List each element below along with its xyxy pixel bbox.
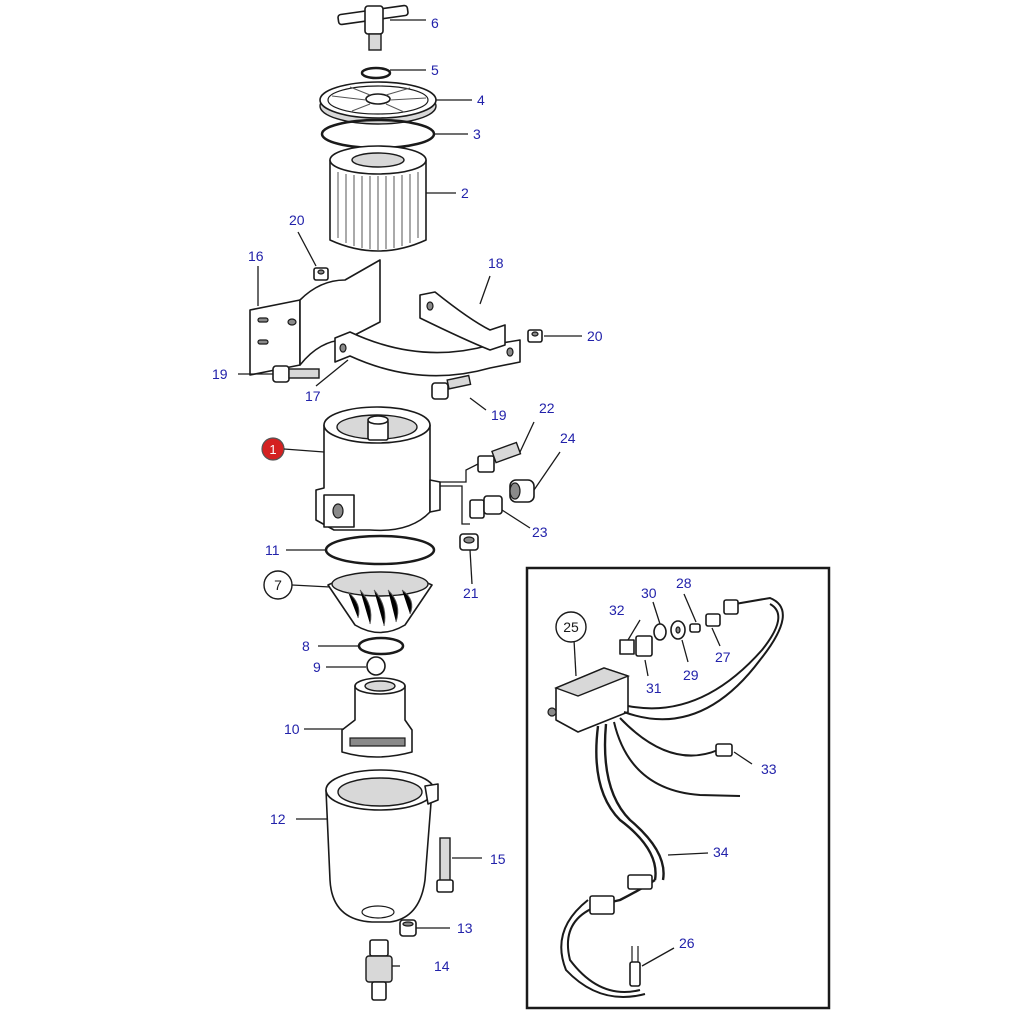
part-19-bolt-left[interactable] <box>272 365 320 383</box>
part-2-filter-element[interactable] <box>329 145 427 252</box>
callout-14: 14 <box>434 958 450 974</box>
callout-34: 34 <box>713 844 729 860</box>
callout-12: 12 <box>270 811 286 827</box>
callout-8: 8 <box>302 638 310 654</box>
part-30-washer[interactable] <box>653 623 667 641</box>
callout-16: 16 <box>248 248 264 264</box>
part-5-o-ring[interactable] <box>360 66 392 80</box>
part-33-connector[interactable] <box>715 743 733 757</box>
callout-31: 31 <box>646 680 662 696</box>
part-19-bolt-right[interactable] <box>431 374 472 400</box>
part-16-bracket[interactable] <box>249 259 381 376</box>
part-34-connector[interactable] <box>589 874 653 915</box>
part-28-pin[interactable] <box>689 623 701 633</box>
callout-22: 22 <box>539 400 555 416</box>
part-22-fitting[interactable] <box>477 441 522 473</box>
callout-10: 10 <box>284 721 300 737</box>
callout-labels: 6 5 4 3 2 20 16 18 20 19 17 19 22 24 23 … <box>212 15 777 974</box>
callout-1: 1 <box>269 442 276 457</box>
part-8-o-ring[interactable] <box>357 636 405 656</box>
part-13-plug[interactable] <box>399 919 417 937</box>
callout-13: 13 <box>457 920 473 936</box>
callout-30: 30 <box>641 585 657 601</box>
callout-4: 4 <box>477 92 485 108</box>
part-20-nut-right[interactable] <box>527 329 543 343</box>
callout-5: 5 <box>431 62 439 78</box>
harness-inset-frame <box>525 566 831 1010</box>
callout-24: 24 <box>560 430 576 446</box>
part-7-deflector-cone[interactable] <box>327 571 433 634</box>
callout-33: 33 <box>761 761 777 777</box>
callout-11: 11 <box>265 542 280 558</box>
part-23-fitting[interactable] <box>469 495 503 519</box>
part-27-terminal[interactable] <box>705 599 739 627</box>
part-31-fitting[interactable] <box>635 635 653 657</box>
part-6-t-handle[interactable] <box>337 4 409 51</box>
part-24-cap[interactable] <box>509 479 535 503</box>
part-10-valve-body[interactable] <box>341 677 413 758</box>
callout-19-right: 19 <box>491 407 507 423</box>
part-20-nut-left[interactable] <box>313 267 329 281</box>
callout-21: 21 <box>463 585 479 601</box>
callout-15: 15 <box>490 851 506 867</box>
callout-17: 17 <box>305 388 321 404</box>
part-29-washer[interactable] <box>670 620 686 640</box>
callout-26: 26 <box>679 935 695 951</box>
callout-27: 27 <box>715 649 731 665</box>
callout-19-left: 19 <box>212 366 228 382</box>
callout-2: 2 <box>461 185 469 201</box>
callout-20-right: 20 <box>587 328 603 344</box>
callout-28: 28 <box>676 575 692 591</box>
callout-25-circle <box>555 611 587 643</box>
part-18-clamp-strap[interactable] <box>419 291 506 351</box>
part-9-ball[interactable] <box>366 656 386 676</box>
callout-3: 3 <box>473 126 481 142</box>
callout-18: 18 <box>488 255 504 271</box>
callout-6: 6 <box>431 15 439 31</box>
leader-lines <box>238 19 753 967</box>
part-1-filter-housing[interactable] <box>315 406 441 532</box>
callout-9: 9 <box>313 659 321 675</box>
part-26-sensor[interactable] <box>629 946 641 987</box>
callout-23: 23 <box>532 524 548 540</box>
part-25-control-unit[interactable] <box>547 667 631 733</box>
part-34-wiring-harness[interactable] <box>560 596 784 998</box>
highlight-badge-1[interactable]: 1 <box>261 437 285 461</box>
part-32-clip[interactable] <box>619 639 635 655</box>
part-21-plug[interactable] <box>459 533 479 551</box>
part-12-bowl[interactable] <box>325 769 439 923</box>
callout-7-circle <box>263 570 293 600</box>
part-14-drain-fitting[interactable] <box>365 939 393 1001</box>
part-17-clamp-strap[interactable] <box>334 331 521 377</box>
callout-7: 7 <box>274 577 282 593</box>
callout-29: 29 <box>683 667 699 683</box>
part-4-filter-cover[interactable] <box>319 81 437 125</box>
part-11-o-ring[interactable] <box>324 534 436 566</box>
callout-20-left: 20 <box>289 212 305 228</box>
callout-25: 25 <box>563 619 579 635</box>
part-15-bolt[interactable] <box>436 837 454 893</box>
callout-32: 32 <box>609 602 625 618</box>
